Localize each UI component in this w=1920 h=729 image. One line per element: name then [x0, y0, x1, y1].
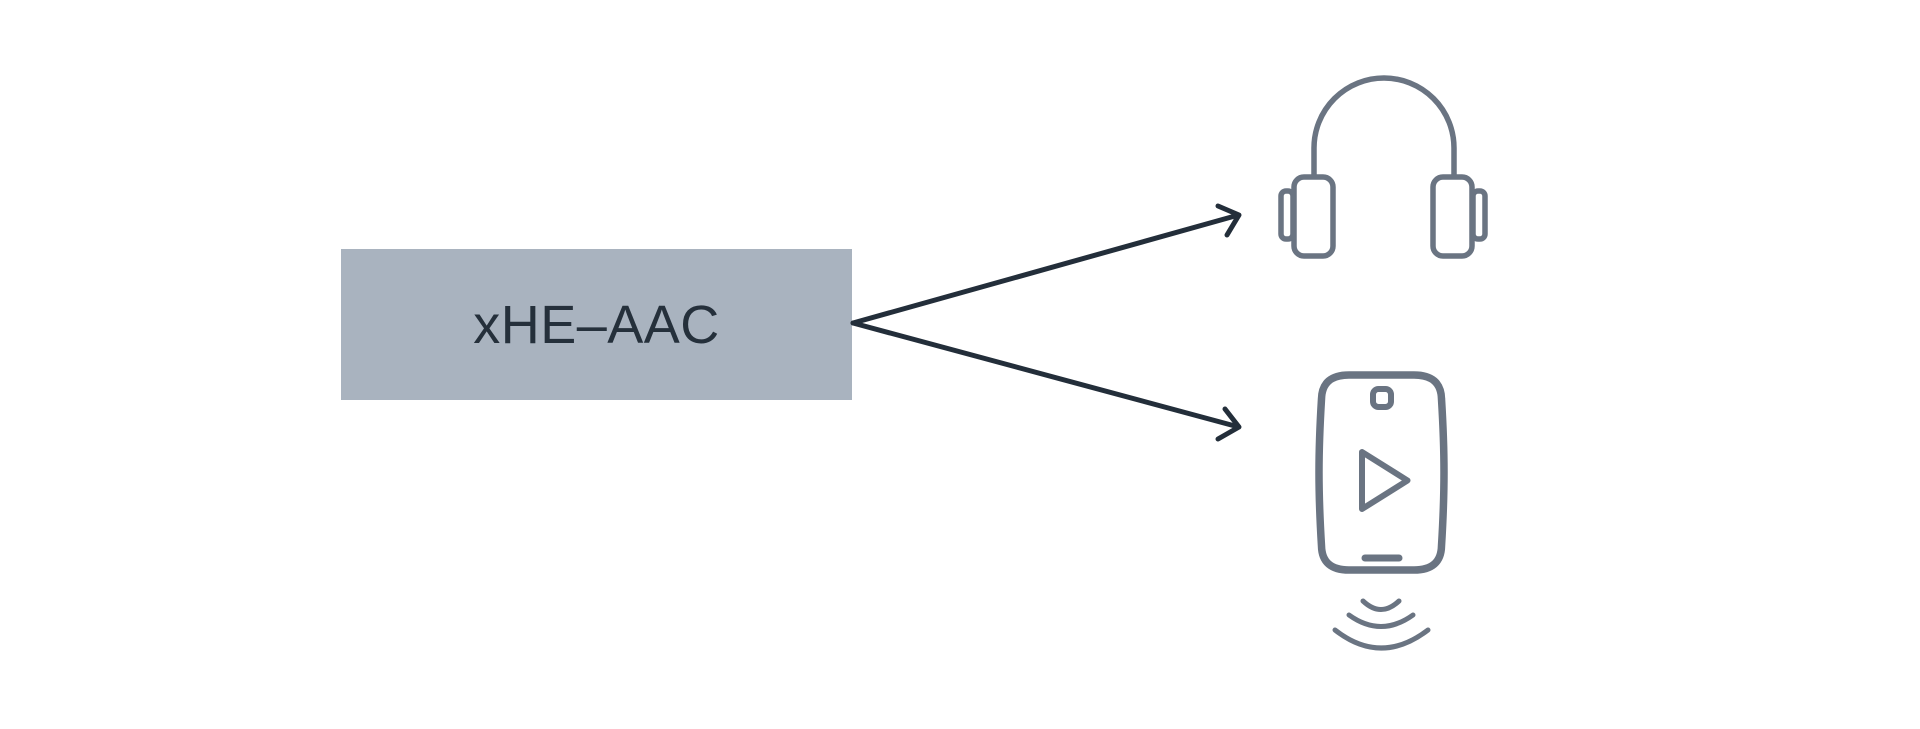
- arrow-line: [850, 213, 1238, 326]
- sound-wave-large: [1332, 627, 1431, 651]
- arrow-line: [850, 320, 1238, 429]
- camera-square: [1370, 386, 1394, 410]
- codec-box: xHE–AAC: [341, 249, 852, 400]
- sound-wave-medium: [1346, 612, 1416, 629]
- right-ear-cup: [1430, 174, 1475, 259]
- player-body: [1315, 371, 1448, 574]
- arrow-to-headphones: [850, 203, 1242, 326]
- left-ear-cup: [1291, 174, 1336, 259]
- codec-label: xHE–AAC: [473, 294, 720, 355]
- headphones-icon: [1278, 75, 1488, 259]
- arrowhead-icon: [1215, 406, 1242, 442]
- portable-player-speaker-icon: [1315, 371, 1448, 651]
- arrow-to-player: [850, 320, 1242, 442]
- sound-wave-small: [1360, 598, 1402, 612]
- play-icon: [1359, 449, 1411, 512]
- headband: [1311, 75, 1457, 183]
- left-ear-pad: [1278, 188, 1296, 242]
- arrowhead-icon: [1215, 203, 1242, 238]
- right-ear-pad: [1470, 188, 1488, 242]
